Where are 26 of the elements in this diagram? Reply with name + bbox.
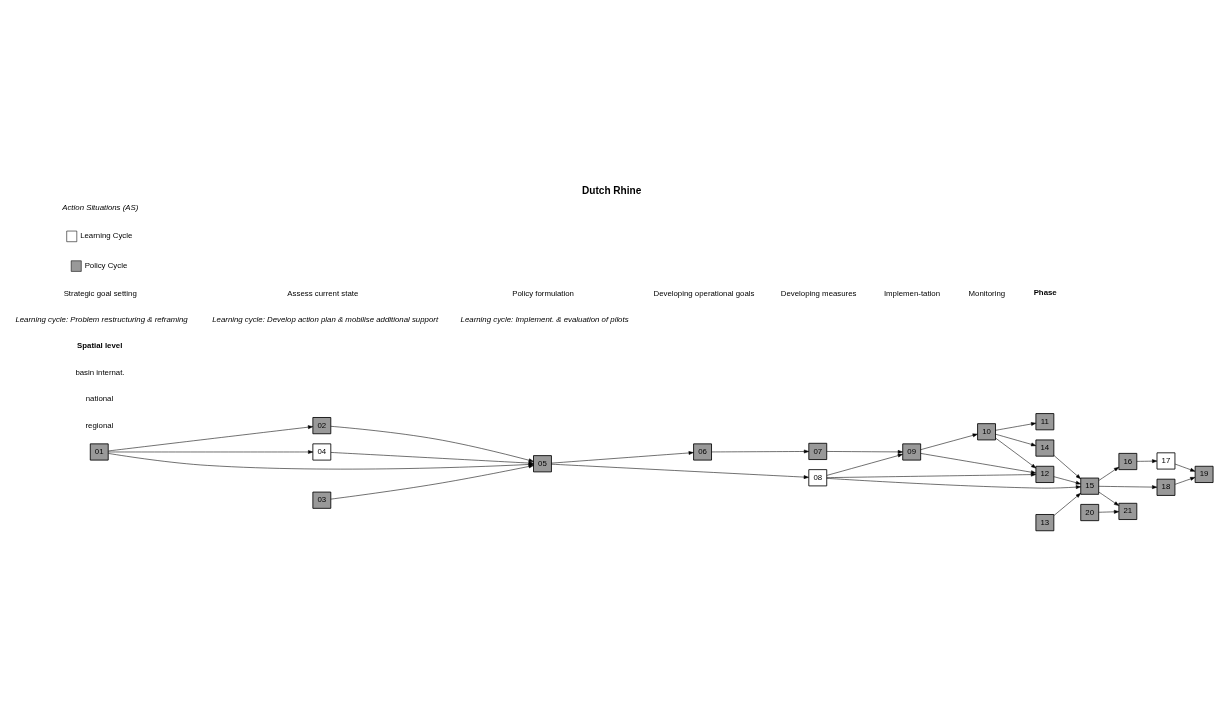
arrow xyxy=(826,453,903,476)
arrow xyxy=(711,449,809,454)
arrow xyxy=(826,450,903,454)
arrow xyxy=(1136,459,1158,463)
arrow xyxy=(330,426,534,463)
arrow xyxy=(1053,493,1081,516)
arrow xyxy=(1098,509,1120,514)
arrow xyxy=(1174,463,1196,472)
arrow xyxy=(551,463,809,479)
arrow xyxy=(108,425,313,452)
arrow xyxy=(1053,476,1081,485)
arrow xyxy=(826,478,1081,489)
arrow xyxy=(826,472,1036,478)
arrow xyxy=(107,450,314,454)
arrow xyxy=(1098,466,1120,481)
arrow xyxy=(995,433,1037,447)
arrow xyxy=(995,437,1037,469)
diagram-title: Dutch Rhine xyxy=(582,185,642,196)
arrow xyxy=(551,451,694,464)
arrow xyxy=(1098,491,1120,506)
arrow xyxy=(1053,455,1081,479)
arrow xyxy=(920,433,978,450)
arrow xyxy=(1174,477,1196,485)
arrow xyxy=(920,453,1036,475)
arrow xyxy=(1098,485,1158,489)
arrow xyxy=(995,422,1037,431)
